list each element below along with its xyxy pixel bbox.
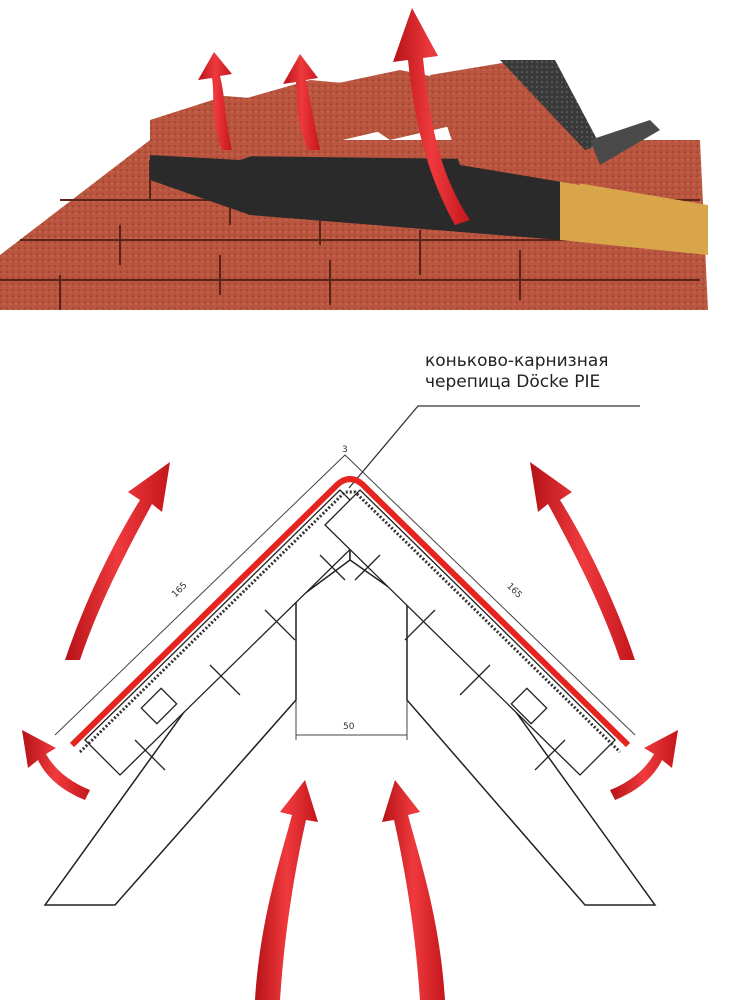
arrow-in-icon xyxy=(22,730,90,800)
arrow-up-icon xyxy=(65,462,170,660)
battens xyxy=(84,489,616,776)
dim-right-slope: 165 xyxy=(504,582,523,601)
arrow-up-icon xyxy=(393,8,470,225)
callout-line-2: черепица Döcke PIE xyxy=(425,372,601,392)
arrow-up-icon xyxy=(255,780,318,1000)
dim-top-gap: 3 xyxy=(342,445,348,455)
airflow-arrows-top xyxy=(198,8,470,225)
ridge-vent-layer xyxy=(78,490,622,754)
dimension-lines xyxy=(54,454,636,740)
arrow-up-icon xyxy=(382,780,445,1000)
ridge-cap-end xyxy=(500,60,600,150)
ridge-vent-strip xyxy=(150,155,600,240)
dim-ridge-gap: 50 xyxy=(343,722,355,732)
arrow-up-icon xyxy=(530,462,635,660)
ridge-shingle-strip xyxy=(69,476,631,748)
arrow-up-icon xyxy=(198,52,232,150)
callout-leader-line xyxy=(348,405,640,489)
ridge-cap-shingle xyxy=(430,60,590,185)
dim-left-slope: 165 xyxy=(170,581,189,600)
roof-photo xyxy=(0,8,708,310)
callout-line-1: коньково-карнизная xyxy=(425,351,609,371)
arrow-up-icon xyxy=(283,54,320,150)
ridge-board xyxy=(560,180,708,255)
airflow-arrows-bottom xyxy=(22,462,678,1000)
arrow-in-icon xyxy=(610,730,678,800)
callout-label: коньково-карнизная черепица Döcke PIE xyxy=(425,351,608,393)
